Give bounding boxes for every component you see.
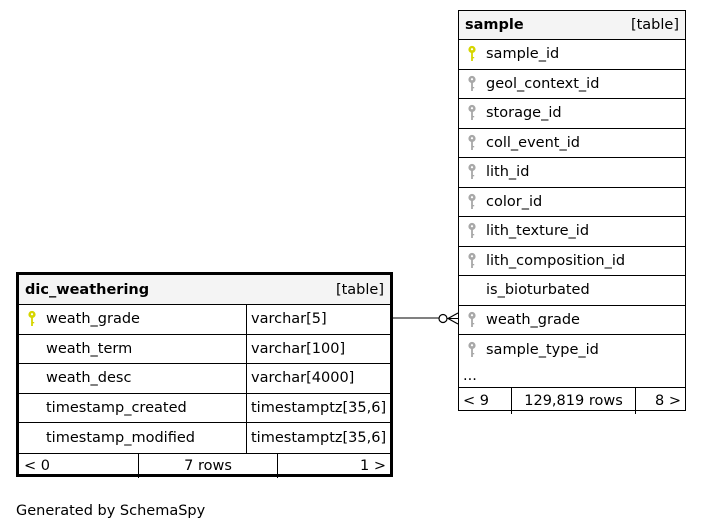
column-name: geol_context_id [486,75,600,92]
column-name-cell: lith_id [459,158,529,187]
footer-children: 8 > [635,387,685,414]
column-name: weath_grade [486,311,580,328]
column-name-cell: weath_grade [459,306,580,335]
foreign-key-icon [465,75,479,93]
column-name-cell: color_id [459,188,542,217]
column-name-cell: geol_context_id [459,70,599,99]
column-name-cell: weath_grade [19,305,246,334]
table-name: dic_weathering [25,281,150,298]
column-name: timestamp_created [46,399,187,416]
column-row[interactable]: storage_id [459,99,685,129]
footer-rows: 7 rows [138,453,277,478]
column-row[interactable]: timestamp_created timestamptz[35,6] [19,393,390,423]
column-type: timestamptz[35,6] [246,393,390,422]
column-row[interactable]: sample_type_id [459,335,685,365]
column-name-cell: coll_event_id [459,129,580,158]
column-row[interactable]: weath_grade varchar[5] [19,305,390,335]
table-kind: [table] [630,17,679,33]
crows-foot-icon [447,312,459,320]
foreign-key-icon [465,104,479,122]
foreign-key-icon [465,222,479,240]
footer-rows: 129,819 rows [511,387,635,414]
foreign-key-icon [465,163,479,181]
column-row[interactable]: lith_composition_id [459,247,685,276]
ellipsis-row: ... [459,365,685,388]
foreign-key-icon [465,341,479,359]
column-type: varchar[5] [246,305,390,334]
column-row[interactable]: timestamp_modified timestamptz[35,6] [19,423,390,453]
column-row[interactable]: weath_term varchar[100] [19,334,390,364]
footer-parents: < 0 [24,457,50,474]
column-name: weath_desc [46,370,132,387]
column-name-cell: sample_id [459,40,559,69]
table-footer: < 9 129,819 rows 8 > [459,387,685,414]
table-kind: [table] [335,281,384,298]
primary-key-icon [25,310,39,328]
column-name: timestamp_modified [46,429,195,446]
column-row[interactable]: lith_id [459,158,685,188]
table-header: sample [table] [459,11,685,40]
column-type: varchar[4000] [246,364,390,393]
foreign-key-icon [465,311,479,329]
column-name: lith_id [486,164,530,181]
column-row[interactable]: weath_grade [459,306,685,335]
column-row[interactable]: lith_texture_id [459,217,685,247]
footer-parents: < 9 [463,392,489,409]
column-name-cell: timestamp_created [19,394,246,423]
column-name-cell: sample_type_id [459,335,599,365]
column-name-cell: is_bioturbated [459,276,590,305]
column-name: is_bioturbated [486,282,590,299]
column-row[interactable]: weath_desc varchar[4000] [19,364,390,394]
table-footer: < 0 7 rows 1 > [19,452,390,478]
column-row[interactable]: geol_context_id [459,70,685,99]
zero-cardinality-icon [438,313,448,324]
column-row[interactable]: coll_event_id [459,129,685,158]
column-name: lith_composition_id [486,252,626,269]
column-row[interactable]: color_id [459,188,685,217]
column-name: weath_term [46,340,133,357]
primary-key-icon [465,45,479,63]
column-type: varchar[100] [246,334,390,363]
column-name-cell: timestamp_modified [19,423,246,453]
column-name: weath_grade [46,311,140,328]
column-name: lith_texture_id [486,223,590,240]
column-name-cell: weath_term [19,335,246,364]
foreign-key-icon [465,134,479,152]
footer-children: 1 > [277,453,390,478]
foreign-key-icon [465,193,479,211]
column-name-cell: lith_texture_id [459,217,589,246]
column-row[interactable]: sample_id [459,40,685,70]
column-name-cell: weath_desc [19,364,246,393]
column-name: coll_event_id [486,134,580,151]
table-name: sample [465,17,524,33]
column-name: sample_id [486,46,560,63]
column-name: sample_type_id [486,341,599,358]
foreign-key-icon [465,252,479,270]
column-name: storage_id [486,105,562,122]
column-type: timestamptz[35,6] [246,423,390,453]
column-name-cell: storage_id [459,99,562,128]
generator-caption: Generated by SchemaSpy [16,503,206,519]
column-name: color_id [486,193,543,210]
table-header: dic_weathering [table] [19,275,390,305]
column-row[interactable]: is_bioturbated [459,276,685,306]
column-name-cell: lith_composition_id [459,247,625,276]
